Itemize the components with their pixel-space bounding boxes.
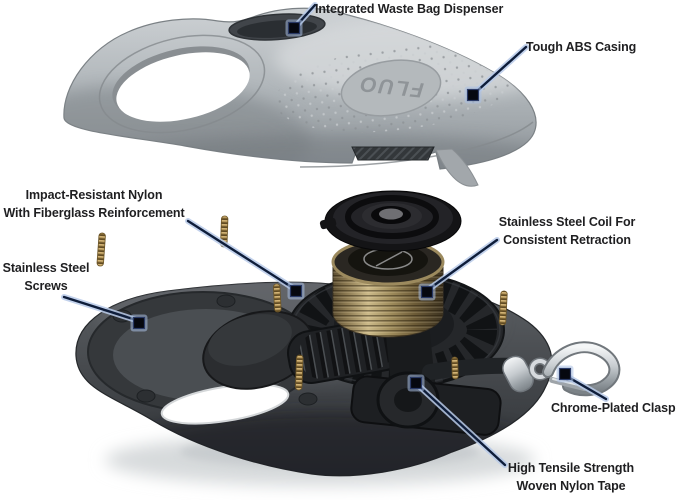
marker-waste-bag — [285, 19, 303, 37]
marker-coil — [418, 283, 436, 301]
vent-slot — [351, 146, 479, 187]
label-nylon-reinforcement: Impact-Resistant Nylon With Fiberglass R… — [3, 188, 185, 220]
screw — [295, 354, 304, 391]
handle-hole — [98, 34, 266, 134]
marker-clasp — [556, 365, 574, 383]
label-abs-casing: Tough ABS Casing — [526, 40, 637, 54]
leader-tape — [416, 383, 508, 468]
label-nylon-tape: High Tensile Strength Woven Nylon Tape — [507, 461, 635, 493]
screw — [273, 283, 282, 313]
leader-coil — [426, 237, 500, 292]
brand-logo: FLUO — [340, 59, 442, 117]
marker-nylon — [287, 282, 305, 300]
handle-through-hole — [160, 383, 290, 425]
steel-coil — [331, 238, 445, 338]
label-stainless-screws: Stainless Steel Screws — [2, 261, 90, 293]
leader-abs-casing — [473, 44, 529, 95]
marker-screws — [130, 314, 148, 332]
screw — [96, 232, 106, 267]
spool-cover-disc — [319, 190, 462, 252]
top-casing: FLUO — [63, 7, 537, 187]
leader-screws — [61, 294, 139, 323]
screws — [96, 215, 508, 391]
screw — [498, 290, 508, 326]
leader-clasp — [565, 374, 609, 402]
label-chrome-clasp: Chrome-Plated Clasp — [551, 401, 676, 415]
label-steel-coil: Stainless Steel Coil For Consistent Retr… — [498, 215, 636, 247]
marker-tape — [407, 374, 425, 392]
leader-nylon — [185, 218, 296, 291]
screw — [451, 356, 459, 380]
marker-abs-casing — [464, 86, 482, 104]
label-waste-bag-dispenser: Integrated Waste Bag Dispenser — [315, 2, 504, 16]
